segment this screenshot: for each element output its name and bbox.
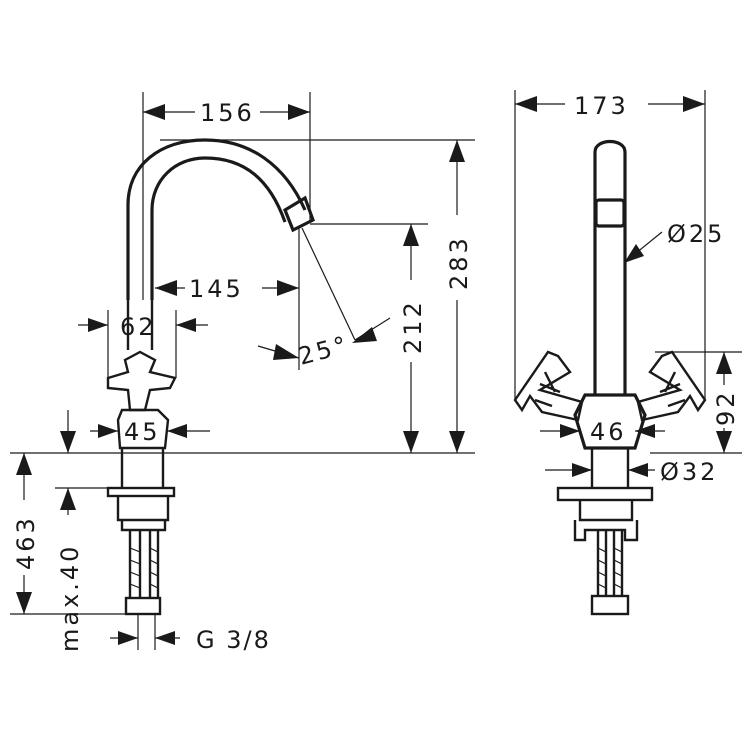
- front-hose-braiding: [597, 547, 623, 589]
- spout-neck: [126, 300, 154, 350]
- hose-connector: [124, 596, 162, 616]
- left-cross-handle: [513, 350, 584, 422]
- front-valve-body: [573, 393, 647, 450]
- dim-total-height: 283: [445, 235, 473, 290]
- arrow-45-left: [98, 424, 118, 438]
- left-handle-detail: [534, 371, 561, 408]
- front-body-base: [590, 448, 630, 488]
- dim-base-width: 62: [120, 313, 157, 341]
- arrow-62-right: [176, 318, 196, 332]
- front-hose-connector: [590, 594, 630, 616]
- arrow-212-bottom: [403, 431, 419, 453]
- angle-line: [301, 227, 356, 341]
- arrow-212-top: [403, 224, 419, 246]
- arrow-45-right: [167, 424, 187, 438]
- arrow-angle-right: [352, 327, 377, 343]
- arrow-d32-left: [572, 463, 592, 477]
- arrow-156-left: [143, 104, 165, 120]
- dim-handle-span: 173: [574, 92, 629, 120]
- spout-column: [593, 139, 627, 395]
- arrow-g38-left: [118, 631, 138, 645]
- hose-braiding: [129, 547, 159, 589]
- arrow-283-bottom: [449, 431, 465, 453]
- body-base: [120, 448, 165, 488]
- arrow-d32-right: [628, 463, 648, 477]
- arrow-173-right: [683, 96, 705, 112]
- dim-connection-thread: G 3/8: [196, 626, 271, 654]
- front-view: 173 Ø25 92 46 Ø32: [513, 90, 742, 616]
- arrow-62-left: [88, 318, 108, 332]
- arrow-46-left: [560, 424, 580, 438]
- dim-base-diameter: Ø32: [660, 458, 718, 486]
- arrow-g38-right: [155, 631, 175, 645]
- arrow-145-left: [155, 280, 177, 296]
- front-escutcheon: [556, 486, 654, 502]
- front-supply-hoses: [596, 530, 624, 596]
- side-view: 156 145 62 45 25° 283: [10, 92, 475, 654]
- dim-spout-reach: 156: [200, 99, 255, 127]
- arrow-156-right: [288, 104, 310, 120]
- dim-spout-diameter: Ø25: [667, 220, 725, 248]
- spout-aerator: [283, 195, 315, 233]
- supply-hoses: [128, 530, 160, 598]
- cross-handle: [106, 350, 177, 412]
- right-handle-detail: [659, 371, 686, 408]
- right-cross-handle: [636, 350, 707, 422]
- arrow-max40-bottom: [60, 488, 76, 510]
- dim-handle-height: 92: [712, 389, 740, 426]
- arrow-max40-top: [60, 431, 76, 453]
- dim-below-deck-length: 463: [12, 515, 40, 570]
- arrow-92-bottom: [716, 431, 732, 453]
- spout-outlet: [594, 198, 626, 228]
- dim-max-deck-thickness: max.40: [56, 544, 84, 652]
- arrow-angle-left: [273, 344, 299, 360]
- arrow-283-top: [449, 140, 465, 162]
- escutcheon-plate: [106, 486, 176, 498]
- dim-spout-angle: 25°: [295, 330, 352, 370]
- dim-valve-width: 45: [124, 418, 161, 446]
- valve-body: [116, 408, 170, 450]
- arrow-463-top: [16, 453, 32, 475]
- mounting-nut: [116, 496, 170, 532]
- arrow-145-right: [277, 280, 299, 296]
- arrow-463-bottom: [16, 592, 32, 614]
- arrow-46-right: [635, 424, 655, 438]
- dim-body-width: 46: [590, 418, 627, 446]
- arrow-92-top: [716, 352, 732, 374]
- spout-inner-curve: [150, 156, 287, 300]
- arrow-173-left: [515, 96, 537, 112]
- arrow-spout-diameter: [624, 244, 644, 263]
- dim-spout-height: 212: [399, 299, 427, 354]
- dim-spout-projection: 145: [189, 275, 244, 303]
